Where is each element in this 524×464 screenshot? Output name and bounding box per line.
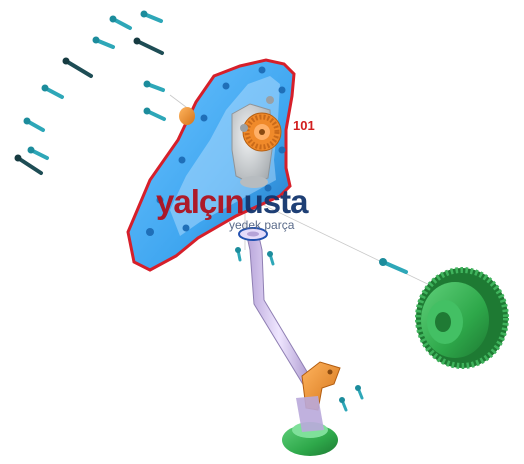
watermark-logo: yalçınusta yedek parça	[156, 183, 310, 232]
pipe-icon	[238, 227, 313, 387]
watermark-brand-part2: usta	[244, 183, 310, 220]
strainer-icon	[282, 396, 338, 456]
watermark-subtitle: yedek parça	[229, 218, 295, 232]
sprocket-bolt	[379, 258, 408, 274]
pipe-bolts	[235, 247, 275, 266]
pump-gear	[231, 96, 282, 188]
svg-text:yalçınusta: yalçınusta	[156, 183, 309, 220]
bolt-icon	[14, 10, 166, 175]
bracket-bolts	[339, 385, 364, 412]
gear-icon	[179, 107, 195, 125]
callout-101: 101	[293, 118, 315, 133]
watermark-brand-part1: yalçın	[156, 183, 244, 220]
sprocket-icon	[415, 267, 509, 369]
